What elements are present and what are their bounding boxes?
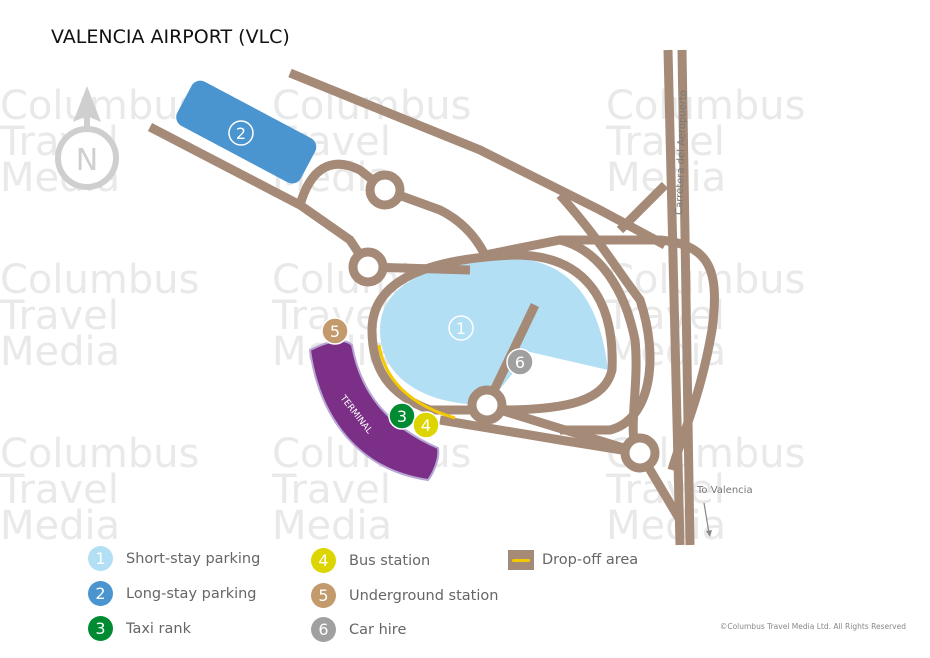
svg-text:3: 3 bbox=[397, 407, 407, 426]
legend-item-long-stay: 2 Long-stay parking bbox=[88, 581, 257, 606]
marker-underground-station[interactable]: 5 bbox=[321, 317, 349, 345]
legend-marker: 6 bbox=[311, 617, 336, 642]
roundabouts bbox=[348, 170, 660, 473]
legend-item-short-stay: 1 Short-stay parking bbox=[88, 546, 260, 571]
svg-text:4: 4 bbox=[421, 416, 431, 435]
legend-item-car-hire: 6 Car hire bbox=[311, 617, 406, 642]
north-arrow-icon: N bbox=[55, 86, 119, 190]
svg-text:2: 2 bbox=[236, 124, 246, 143]
short-stay-parking-area bbox=[380, 258, 608, 405]
watermark: Columbus Travel Media bbox=[0, 257, 200, 375]
legend-marker: 4 bbox=[311, 548, 336, 573]
legend-label: Taxi rank bbox=[126, 620, 191, 637]
legend-item-bus: 4 Bus station bbox=[311, 548, 430, 573]
marker-car-hire[interactable]: 6 bbox=[506, 348, 534, 376]
svg-text:1: 1 bbox=[456, 319, 466, 338]
legend-label: Bus station bbox=[349, 552, 431, 569]
copyright: ©Columbus Travel Media Ltd. All Rights R… bbox=[719, 622, 906, 631]
compass-label: N bbox=[76, 143, 98, 178]
svg-text:5: 5 bbox=[330, 322, 340, 341]
marker-short-stay-parking[interactable]: 1 bbox=[448, 315, 474, 341]
legend-item-drop-off: Drop-off area bbox=[508, 550, 638, 570]
arrow-head-icon bbox=[706, 530, 712, 537]
legend-marker: 3 bbox=[88, 616, 113, 641]
watermark: Columbus Travel Media bbox=[606, 83, 806, 201]
svg-text:6: 6 bbox=[515, 353, 525, 372]
legend-marker: 1 bbox=[88, 546, 113, 571]
terminal-building bbox=[308, 339, 440, 482]
map-title: VALENCIA AIRPORT (VLC) bbox=[51, 26, 290, 48]
legend-label: Long-stay parking bbox=[126, 585, 257, 602]
legend-marker: 2 bbox=[88, 581, 113, 606]
legend-label: Short-stay parking bbox=[126, 550, 261, 567]
legend-label: Drop-off area bbox=[542, 552, 639, 568]
marker-taxi-rank[interactable]: 3 bbox=[388, 402, 416, 430]
legend-item-underground: 5 Underground station bbox=[311, 583, 498, 608]
legend-marker: 5 bbox=[311, 583, 336, 608]
arrow-down-icon bbox=[703, 502, 710, 534]
drop-off-swatch-icon bbox=[508, 550, 534, 570]
watermark: Columbus Travel Media bbox=[0, 431, 200, 549]
legend-item-taxi: 3 Taxi rank bbox=[88, 616, 191, 641]
to-valencia-label: To Valencia bbox=[696, 485, 753, 496]
legend-label: Car hire bbox=[349, 621, 407, 638]
marker-long-stay-parking[interactable]: 2 bbox=[228, 120, 254, 146]
marker-bus-station[interactable]: 4 bbox=[412, 411, 440, 439]
long-stay-parking-area bbox=[176, 80, 317, 184]
drop-off-area bbox=[377, 344, 456, 420]
legend-label: Underground station bbox=[349, 587, 499, 604]
highway-label: Carretera del Aeropuerto bbox=[674, 90, 689, 215]
